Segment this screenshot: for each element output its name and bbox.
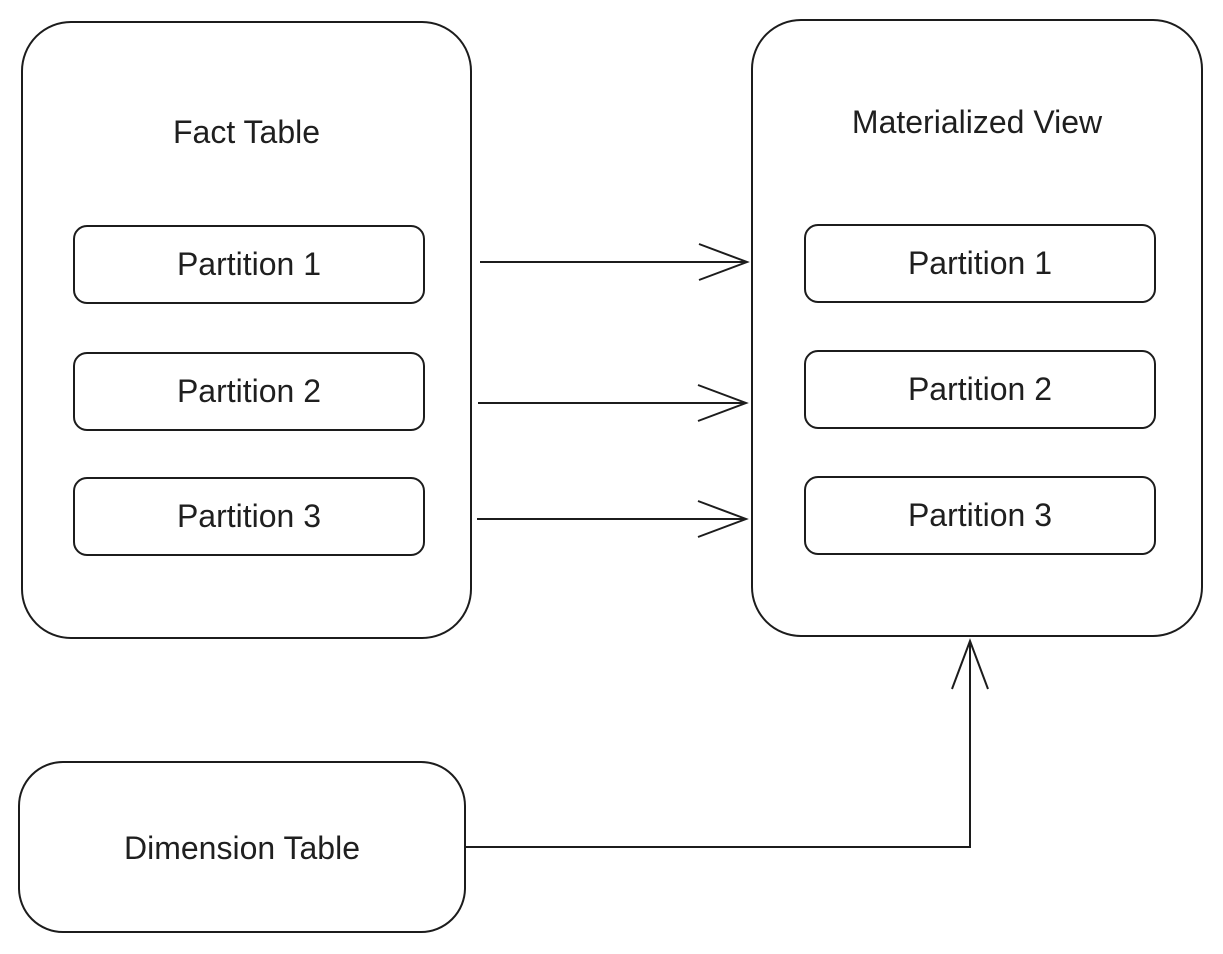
fact-partition-2: Partition 2 [73,352,425,431]
arrow-dimension-to-mv-icon [466,638,989,848]
fact-partition-3: Partition 3 [73,477,425,556]
materialized-view-box: Materialized View Partition 1 Partition … [751,19,1203,637]
arrow-fact-p1-to-mv-p1-icon [480,243,750,281]
dimension-table-title: Dimension Table [124,830,360,866]
dimension-table-box: Dimension Table [18,761,466,933]
fact-table-box: Fact Table Partition 1 Partition 2 Parti… [21,21,472,639]
arrow-fact-p3-to-mv-p3-icon [477,500,749,538]
fact-table-title: Fact Table [172,114,321,150]
materialized-view-title: Materialized View [851,104,1103,140]
arrow-fact-p2-to-mv-p2-icon [478,384,749,422]
fact-partition-1: Partition 1 [73,225,425,304]
mv-partition-2: Partition 2 [804,350,1156,429]
mv-partition-1: Partition 1 [804,224,1156,303]
mv-partition-3: Partition 3 [804,476,1156,555]
